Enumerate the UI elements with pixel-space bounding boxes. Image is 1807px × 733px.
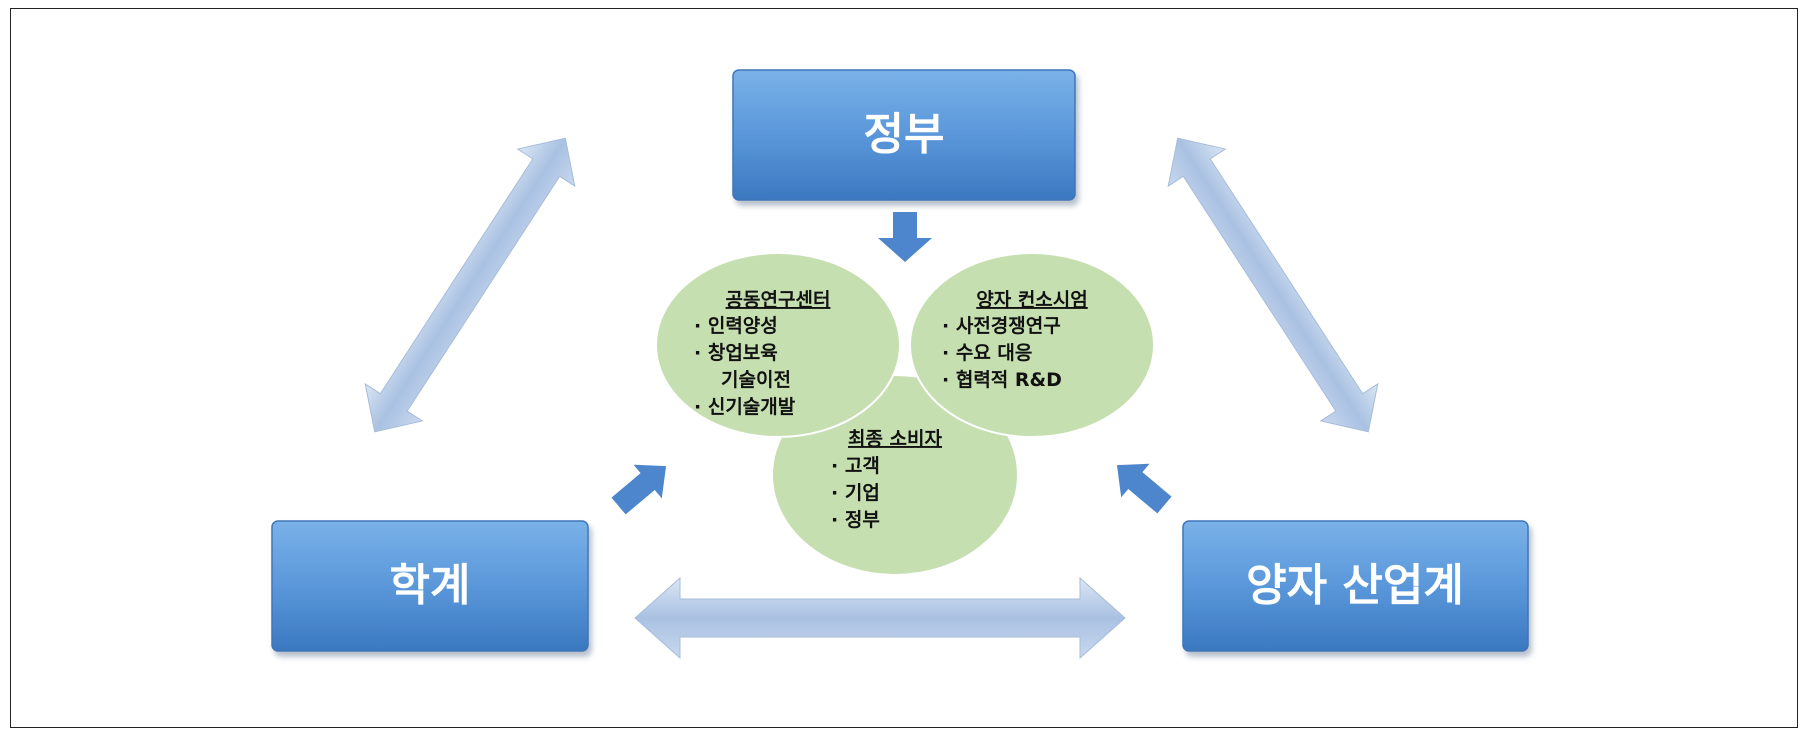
consortium-title: 양자 컨소시엄 bbox=[976, 289, 1088, 311]
arrow-academia-industry bbox=[634, 576, 1126, 660]
arrow-government-industry bbox=[1167, 137, 1379, 433]
consortium-item: · 사전경쟁연구 bbox=[942, 315, 1061, 337]
node-academia: 학계 bbox=[271, 520, 589, 652]
consortium-item: · 협력적 R&D bbox=[942, 369, 1062, 391]
end-consumer-item: · 정부 bbox=[831, 509, 880, 531]
circle-joint-research bbox=[655, 252, 901, 438]
end-consumer-item: · 고객 bbox=[831, 455, 880, 477]
node-industry: 양자 산업계 bbox=[1182, 520, 1529, 652]
government-label: 정부 bbox=[864, 109, 945, 160]
joint-research-item: · 인력양성 bbox=[694, 315, 778, 337]
end-consumer-item: · 기업 bbox=[831, 482, 880, 504]
industry-label: 양자 산업계 bbox=[1246, 560, 1464, 611]
joint-research-title: 공동연구센터 bbox=[726, 289, 831, 311]
end-consumer-title: 최종 소비자 bbox=[848, 428, 943, 450]
circle-consortium bbox=[909, 252, 1155, 438]
consortium-item: · 수요 대응 bbox=[942, 342, 1032, 364]
arrow-academia-government bbox=[364, 137, 576, 433]
joint-research-item: · 신기술개발 bbox=[694, 396, 796, 418]
joint-research-item: · 창업보육 bbox=[694, 342, 778, 364]
academia-label: 학계 bbox=[390, 560, 471, 611]
joint-research-item: 기술이전 bbox=[721, 369, 791, 391]
node-government: 정부 bbox=[732, 69, 1076, 201]
arrow-up-left-small bbox=[1116, 463, 1172, 514]
arrow-up-right-small bbox=[611, 464, 667, 515]
arrow-down-small bbox=[878, 212, 932, 262]
